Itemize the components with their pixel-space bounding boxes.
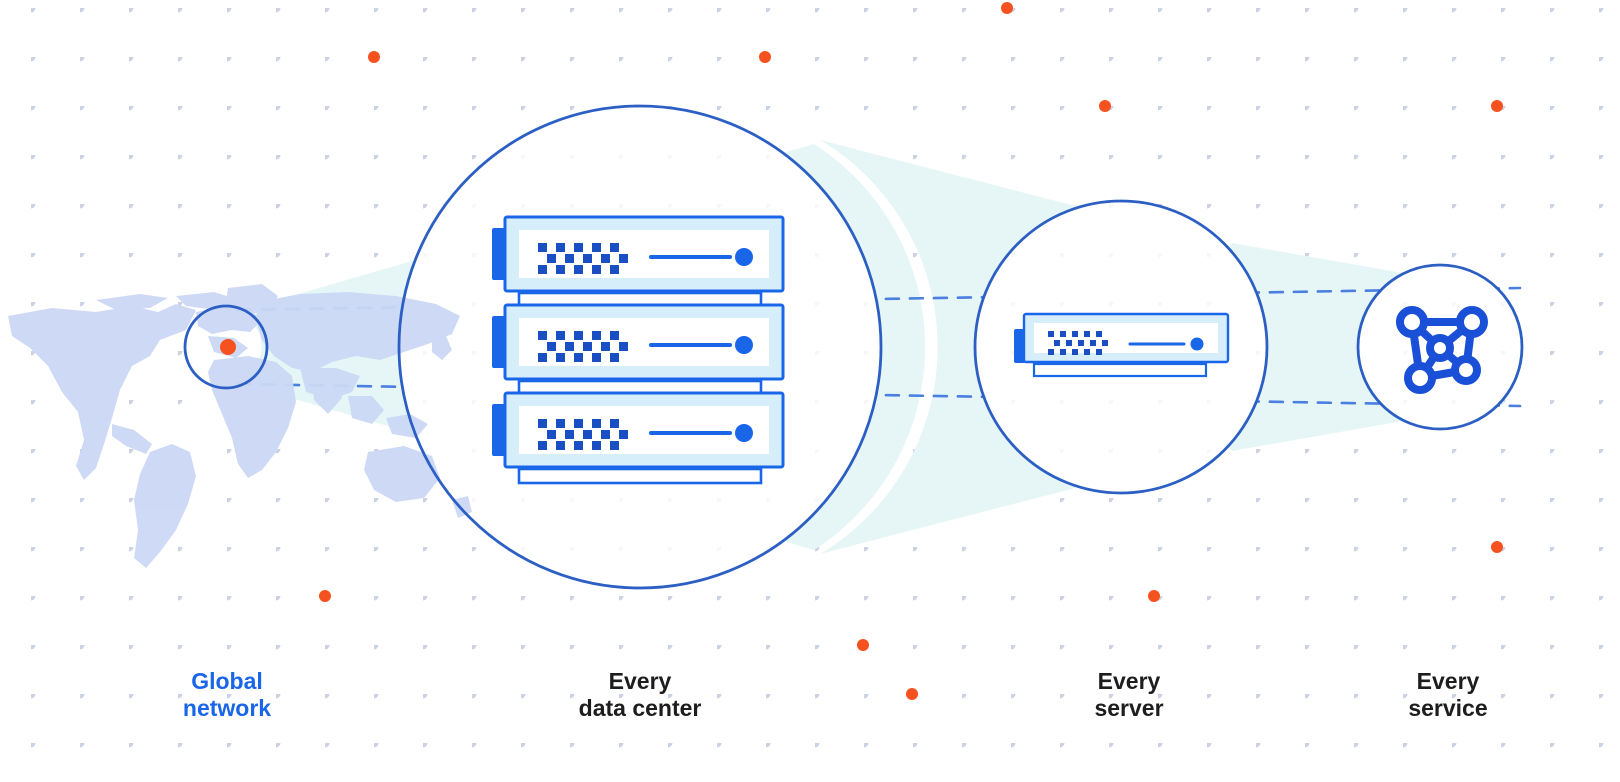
every-data-center-circle	[397, 104, 883, 590]
every-service-circle	[1356, 263, 1524, 431]
accent-dot	[857, 639, 869, 651]
single-server-icon	[1014, 312, 1230, 378]
accent-dot	[759, 51, 771, 63]
server-unit-3	[492, 391, 785, 485]
server-unit-2	[492, 303, 785, 397]
stage-label-every-server[interactable]: Every server	[1094, 668, 1164, 721]
world-map-icon	[8, 284, 472, 568]
stage-label-every-data-center[interactable]: Every data center	[578, 668, 702, 721]
global-network-circle	[183, 304, 269, 390]
accent-dot	[1099, 100, 1111, 112]
accent-dot	[1491, 100, 1503, 112]
dashed-line-upper-global	[236, 286, 1522, 312]
accent-dot	[1148, 590, 1160, 602]
accent-dot	[1001, 2, 1013, 14]
server-rack-icon	[492, 215, 785, 485]
network-topology-icon	[1396, 306, 1488, 394]
stage-label-every-service[interactable]: Every service	[1408, 668, 1488, 721]
accent-dot	[906, 688, 918, 700]
accent-dots	[319, 2, 1503, 700]
server-unit-1	[492, 215, 785, 309]
accent-dot	[319, 590, 331, 602]
global-network-marker-dot	[220, 339, 236, 355]
dashed-connector-lines	[236, 286, 1522, 408]
stage-label-global-network[interactable]: Global network	[182, 668, 272, 721]
accent-dot	[1491, 541, 1503, 553]
every-server-circle	[973, 199, 1269, 495]
accent-dot	[368, 51, 380, 63]
dashed-line-lower-global	[236, 382, 1522, 408]
